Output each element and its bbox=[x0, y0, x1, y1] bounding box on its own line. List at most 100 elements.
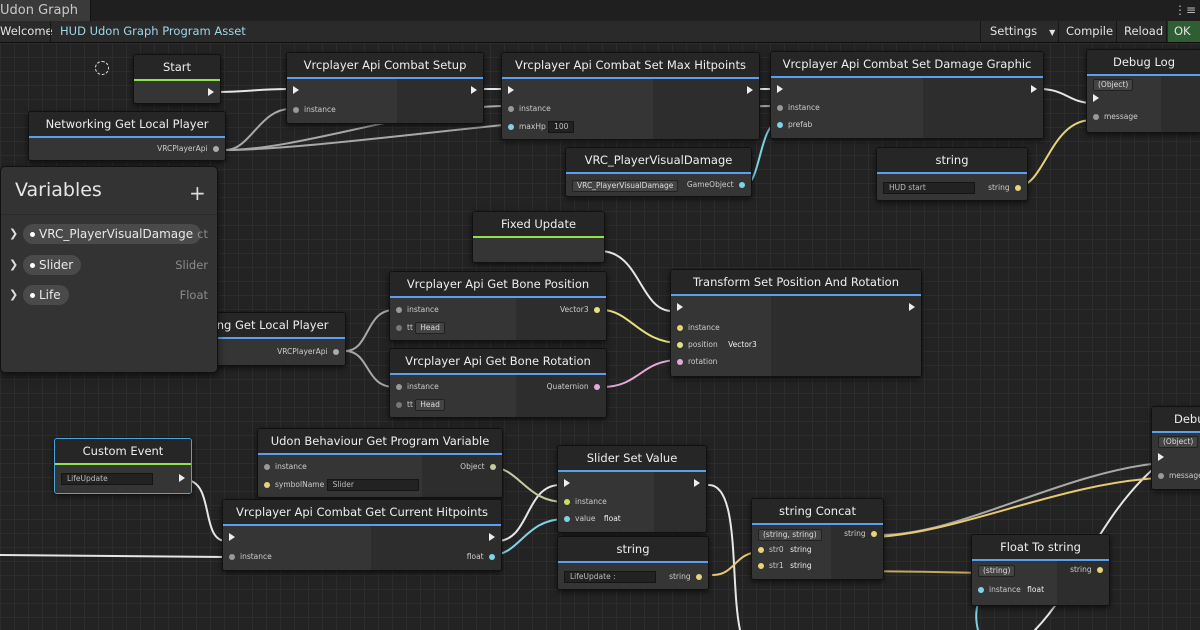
flow-out-port[interactable] bbox=[747, 86, 753, 94]
node-networking-get-local-player[interactable]: Networking Get Local Player VRCPlayerApi bbox=[28, 111, 226, 161]
output-port-row[interactable]: VRCPlayerApi bbox=[157, 144, 219, 153]
node-float-to-string[interactable]: Float To string (string) instance float … bbox=[971, 534, 1110, 606]
input-port-row[interactable]: tt Head bbox=[396, 322, 445, 334]
overload-dropdown[interactable]: (string, string) bbox=[758, 529, 822, 541]
output-port-row[interactable]: Vector3 bbox=[560, 305, 600, 314]
chevron-right-icon[interactable]: ❯ bbox=[9, 227, 19, 240]
flow-out-port[interactable] bbox=[694, 479, 700, 487]
flow-in-port[interactable] bbox=[508, 86, 514, 94]
input-port-row[interactable]: message bbox=[1158, 471, 1200, 480]
flow-in-port[interactable] bbox=[293, 86, 299, 94]
node-transform-set-position-and-rotation[interactable]: Transform Set Position And Rotation inst… bbox=[670, 269, 922, 377]
input-port-row[interactable]: instance bbox=[293, 105, 336, 114]
string-value-field[interactable]: HUD start bbox=[883, 182, 975, 194]
flow-out-port[interactable] bbox=[208, 88, 214, 96]
node-slider-set-value[interactable]: Slider Set Value instance value float bbox=[557, 445, 707, 533]
variable-row[interactable]: ❯ Life Float bbox=[1, 283, 217, 309]
flow-out-port[interactable] bbox=[489, 533, 495, 541]
node-custom-event[interactable]: Custom Event LifeUpdate bbox=[54, 438, 192, 494]
overload-dropdown[interactable]: (Object) bbox=[1158, 436, 1199, 448]
symbol-name-field[interactable]: Slider bbox=[326, 479, 419, 491]
input-port-row[interactable]: instance bbox=[229, 552, 272, 561]
variable-select[interactable]: VRC_PlayerVisualDamage bbox=[572, 180, 679, 192]
node-string-lifeupdate[interactable]: string LifeUpdate : string bbox=[557, 536, 709, 590]
node-debug-log[interactable]: Debug Log (Object) message bbox=[1151, 406, 1200, 490]
node-combat-set-max-hitpoints[interactable]: Vrcplayer Api Combat Set Max Hitpoints i… bbox=[501, 52, 760, 140]
node-string-concat[interactable]: string Concat (string, string) str0 stri… bbox=[751, 498, 884, 580]
node-vrc-player-visual-damage[interactable]: VRC_PlayerVisualDamage VRC_PlayerVisualD… bbox=[565, 147, 752, 197]
graph-canvas[interactable]: Start Networking Get Local Player VRCPla… bbox=[0, 43, 1200, 630]
input-port-row[interactable]: str1 string bbox=[758, 561, 812, 570]
flow-in-port[interactable] bbox=[1158, 453, 1164, 461]
flow-in-port[interactable] bbox=[229, 533, 235, 541]
input-port-row[interactable]: prefab bbox=[777, 120, 812, 129]
input-port-row[interactable]: instance bbox=[264, 462, 307, 471]
input-port-row[interactable]: instance bbox=[564, 497, 607, 506]
string-value-field[interactable]: LifeUpdate : bbox=[564, 571, 656, 583]
reload-button[interactable]: Reload bbox=[1124, 24, 1164, 38]
compile-button[interactable]: Compile bbox=[1066, 24, 1114, 38]
input-port-row[interactable]: maxHp 100 bbox=[508, 121, 575, 133]
variable-row[interactable]: ❯ VRC_PlayerVisualDamage ct bbox=[1, 222, 217, 248]
output-port-row[interactable]: string bbox=[669, 572, 702, 581]
node-combat-get-current-hitpoints[interactable]: Vrcplayer Api Combat Get Current Hitpoin… bbox=[222, 499, 502, 571]
output-port-row[interactable]: Quaternion bbox=[547, 382, 600, 391]
flow-in-port[interactable] bbox=[777, 85, 783, 93]
event-name-field[interactable]: LifeUpdate bbox=[61, 473, 153, 485]
flow-in-port[interactable] bbox=[1093, 94, 1099, 102]
add-variable-button[interactable]: + bbox=[189, 181, 206, 205]
input-port-row[interactable]: instance bbox=[677, 323, 720, 332]
maxhp-value-field[interactable]: 100 bbox=[548, 121, 575, 133]
node-get-bone-position[interactable]: Vrcplayer Api Get Bone Position instance… bbox=[389, 271, 607, 341]
variable-row[interactable]: ❯ Slider Slider bbox=[1, 253, 217, 279]
node-fixed-update[interactable]: Fixed Update bbox=[472, 211, 605, 263]
window-menu-icon[interactable]: ⋮≡ bbox=[1173, 3, 1196, 17]
flow-out-port[interactable] bbox=[1031, 85, 1037, 93]
input-port-row[interactable]: value float bbox=[564, 514, 621, 523]
output-port-row[interactable]: float bbox=[467, 552, 495, 561]
settings-button[interactable]: Settings▼ bbox=[984, 21, 1061, 42]
variable-pill[interactable]: VRC_PlayerVisualDamage bbox=[23, 224, 202, 244]
welcome-tab[interactable]: Welcome bbox=[0, 24, 53, 38]
input-port-row[interactable]: message bbox=[1093, 112, 1138, 121]
bone-dropdown[interactable]: Head bbox=[415, 322, 445, 334]
ok-button[interactable]: OK bbox=[1168, 21, 1200, 42]
input-port-row[interactable]: rotation bbox=[677, 357, 717, 366]
variable-pill[interactable]: Life bbox=[23, 285, 69, 305]
input-port-row[interactable]: instance bbox=[396, 382, 439, 391]
node-combat-set-damage-graphic[interactable]: Vrcplayer Api Combat Set Damage Graphic … bbox=[770, 51, 1044, 139]
input-port-row[interactable]: instance bbox=[396, 305, 439, 314]
bone-dropdown[interactable]: Head bbox=[415, 399, 445, 411]
chevron-right-icon[interactable]: ❯ bbox=[9, 288, 19, 301]
variables-panel[interactable]: Variables + ❯ VRC_PlayerVisualDamage ct … bbox=[0, 166, 218, 373]
output-port-row[interactable]: GameObject bbox=[687, 180, 745, 189]
window-title-tab[interactable]: Udon Graph bbox=[0, 0, 91, 21]
node-string-hud-start[interactable]: string HUD start string bbox=[876, 147, 1028, 201]
overload-dropdown[interactable]: (string) bbox=[978, 565, 1016, 577]
flow-out-port[interactable] bbox=[909, 303, 915, 311]
output-port-row[interactable]: string bbox=[988, 183, 1021, 192]
input-port-row[interactable]: str0 string bbox=[758, 545, 812, 554]
input-port-row[interactable]: instance float bbox=[978, 585, 1044, 594]
flow-in-port[interactable] bbox=[564, 479, 570, 487]
output-port-row[interactable]: Object bbox=[460, 462, 496, 471]
flow-in-port[interactable] bbox=[677, 303, 683, 311]
output-port-row[interactable]: string bbox=[844, 529, 877, 538]
asset-breadcrumb[interactable]: HUD Udon Graph Program Asset bbox=[60, 24, 246, 38]
output-port-row[interactable]: string bbox=[1070, 565, 1103, 574]
node-get-program-variable[interactable]: Udon Behaviour Get Program Variable inst… bbox=[257, 428, 503, 498]
input-port-row[interactable]: position Vector3 bbox=[677, 340, 757, 349]
node-combat-setup[interactable]: Vrcplayer Api Combat Setup instance bbox=[286, 52, 484, 124]
overload-dropdown[interactable]: (Object) bbox=[1093, 79, 1134, 91]
node-debug-log[interactable]: Debug Log (Object) message bbox=[1086, 49, 1200, 133]
output-port-row[interactable]: VRCPlayerApi bbox=[277, 347, 339, 356]
input-port-row[interactable]: instance bbox=[777, 103, 820, 112]
chevron-right-icon[interactable]: ❯ bbox=[9, 258, 19, 271]
input-port-row[interactable]: instance bbox=[508, 104, 551, 113]
node-get-bone-rotation[interactable]: Vrcplayer Api Get Bone Rotation instance… bbox=[389, 348, 607, 418]
input-port-row[interactable]: symbolName Slider bbox=[264, 479, 419, 491]
flow-out-port[interactable] bbox=[471, 86, 477, 94]
flow-out-port[interactable] bbox=[179, 474, 185, 482]
node-start[interactable]: Start bbox=[133, 54, 221, 104]
variable-pill[interactable]: Slider bbox=[23, 255, 82, 275]
